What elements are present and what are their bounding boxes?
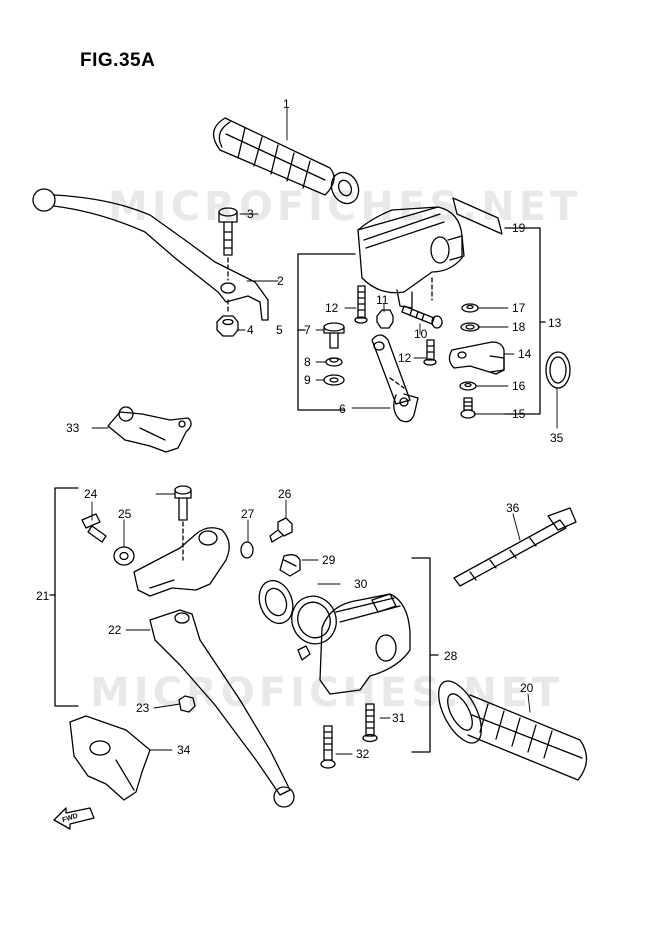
callout-10: 10 — [414, 327, 428, 341]
callout-23: 23 — [136, 701, 150, 715]
callout-16: 16 — [512, 379, 526, 393]
callout-13: 13 — [548, 316, 562, 330]
forward-arrow-icon — [53, 807, 95, 830]
callout-8: 8 — [304, 355, 311, 369]
label-plate-part — [452, 197, 503, 235]
callout-14: 14 — [518, 347, 532, 361]
callout-3: 3 — [247, 207, 254, 221]
clutch-lever-part — [149, 609, 295, 808]
knurled-ring-part — [113, 546, 135, 566]
callout-17: 17 — [512, 301, 526, 315]
washer-18-part — [460, 322, 480, 332]
callout-12: 12 — [398, 351, 412, 365]
callout-27: 27 — [241, 507, 255, 521]
screw-15-part — [460, 397, 476, 419]
callout-28: 28 — [444, 649, 458, 663]
callout-15: 15 — [512, 407, 526, 421]
callout-5: 5 — [276, 323, 283, 337]
small-nut-part — [376, 309, 394, 329]
callout-21: 21 — [36, 589, 50, 603]
callout-12: 12 — [325, 301, 339, 315]
figure-title: FIG.35A — [80, 50, 156, 71]
callout-2: 2 — [277, 274, 284, 288]
callout-11: 11 — [376, 293, 389, 307]
callout-1: 1 — [283, 97, 290, 111]
nut-part — [216, 299, 239, 337]
dust-cover-part — [69, 715, 151, 801]
cap-bolt-part — [323, 322, 345, 349]
screw-part — [401, 305, 443, 329]
o-ring-inner — [549, 356, 567, 384]
nut-8-part — [325, 357, 343, 367]
callout-20: 20 — [520, 681, 534, 695]
callout-32: 32 — [356, 747, 370, 761]
callout-35: 35 — [550, 431, 564, 445]
lever-holder-part — [133, 527, 230, 597]
callout-19: 19 — [512, 221, 526, 235]
callout-7: 7 — [304, 323, 311, 337]
callout-25: 25 — [118, 507, 132, 521]
adjuster-bolt-part — [81, 513, 107, 543]
lower-switch-housing-part — [297, 593, 411, 695]
callout-36: 36 — [506, 501, 520, 515]
lever-bracket-part — [107, 406, 192, 453]
callout-31: 31 — [392, 711, 406, 725]
right-grip-part — [438, 680, 588, 781]
left-grip-part — [213, 117, 360, 205]
fwd-label: FWD — [61, 813, 78, 825]
switch-housing-part — [357, 206, 465, 309]
callout-6: 6 — [339, 402, 346, 416]
washer-9-part — [323, 374, 345, 386]
watermark-bottom: MICROFICHES.NET — [90, 670, 564, 716]
switch-lever-part — [371, 334, 419, 423]
lower-screw-27-part — [269, 517, 293, 543]
clamp-30-part — [279, 554, 301, 577]
callout-22: 22 — [108, 623, 122, 637]
lower-nut-part — [178, 695, 196, 713]
callout-29: 29 — [322, 553, 336, 567]
screw-32-part — [362, 703, 378, 743]
brake-lever-part — [32, 188, 269, 321]
washer-28-part — [240, 541, 254, 559]
callout-33: 33 — [66, 421, 80, 435]
callout-4: 4 — [247, 323, 254, 337]
callout-9: 9 — [304, 373, 311, 387]
housing-ring-part — [258, 579, 337, 645]
cable-tie-part — [453, 507, 577, 587]
callout-34: 34 — [177, 743, 191, 757]
callout-26: 26 — [278, 487, 292, 501]
washer-16-part — [459, 381, 477, 391]
upper-screw-part — [354, 285, 368, 324]
lower-screw-part — [423, 339, 437, 366]
callout-18: 18 — [512, 320, 526, 334]
washer-17-part — [461, 303, 479, 313]
pivot-bolt-part — [218, 207, 238, 281]
screw-33-part — [320, 725, 336, 769]
o-ring-part — [545, 351, 571, 389]
callout-30: 30 — [354, 577, 368, 591]
starter-knob-part — [448, 341, 505, 375]
callout-24: 24 — [84, 487, 98, 501]
